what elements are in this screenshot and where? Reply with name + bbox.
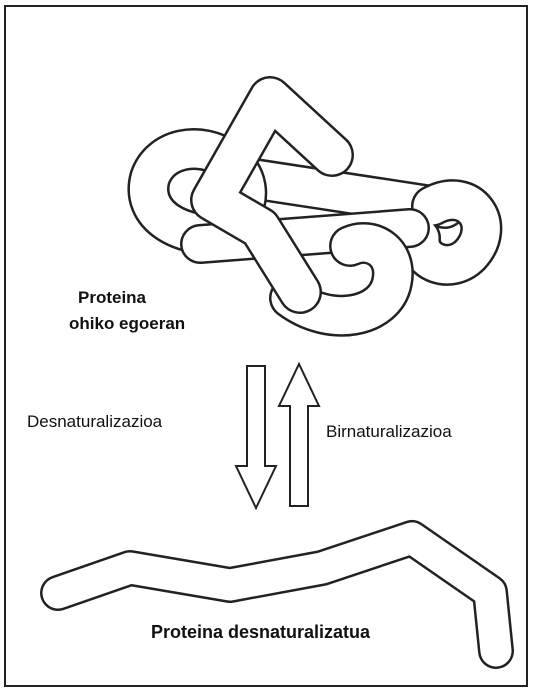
native-protein-label-line1: Proteina (78, 288, 146, 308)
renaturation-arrow (279, 364, 319, 506)
denatured-protein-label: Proteina desnaturalizatua (151, 622, 370, 643)
native-protein-label-line2: ohiko egoeran (69, 314, 185, 334)
folded-protein (148, 98, 481, 316)
denaturation-label: Desnaturalizazioa (27, 412, 162, 432)
renaturation-label: Birnaturalizazioa (326, 422, 452, 442)
denaturation-arrow (236, 366, 276, 508)
